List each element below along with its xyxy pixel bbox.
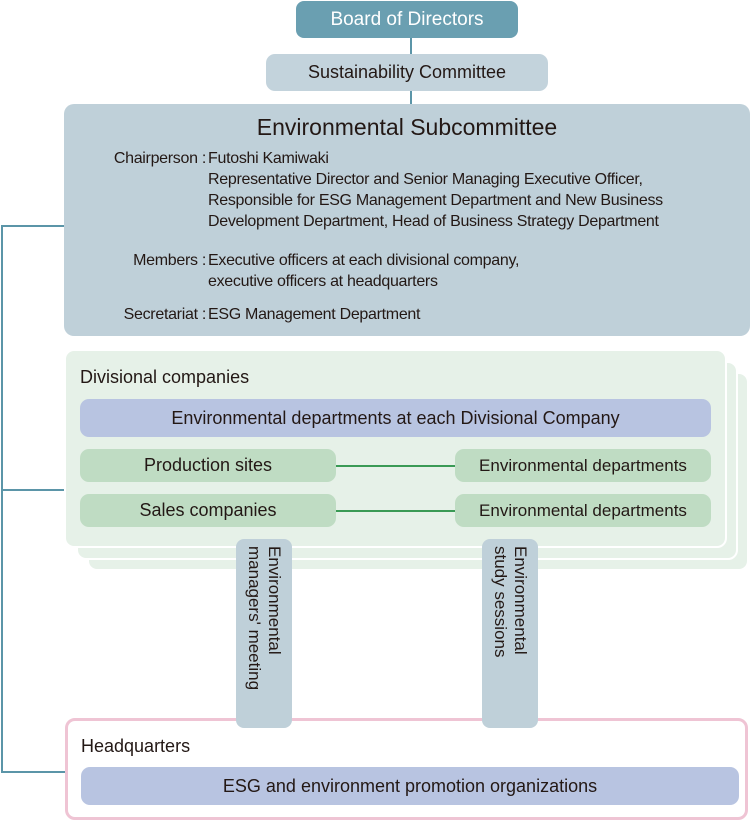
board-of-directors-box: Board of Directors	[296, 1, 518, 38]
chairperson-label: Chairperson :	[113, 150, 206, 167]
committee-label: Sustainability Committee	[307, 62, 507, 82]
sustainability-committee-box: Sustainability Committee	[266, 54, 548, 91]
headquarters-title: Headquarters	[81, 736, 191, 756]
bracket-bottom	[1, 771, 65, 773]
board-label: Board of Directors	[330, 8, 484, 30]
bracket-vertical	[1, 225, 3, 773]
environmental-subcommittee-box: Environmental Subcommittee Chairperson :…	[64, 104, 750, 336]
secretariat-value: ESG Management Department	[208, 306, 421, 323]
managers-meeting-line: Environmental	[265, 546, 284, 655]
env-departments-divisional: Environmental departments at each Divisi…	[80, 399, 711, 437]
production-env-departments-label: Environmental departments	[479, 455, 687, 475]
divisional-title: Divisional companies	[80, 367, 250, 387]
members-line: executive officers at headquarters	[208, 273, 438, 290]
env-departments-divisional-label: Environmental departments at each Divisi…	[171, 407, 620, 428]
esg-promotion-orgs: ESG and environment promotion organizati…	[81, 767, 739, 805]
managers-meeting-pill: Environmental managers' meeting	[236, 539, 292, 728]
study-sessions-line: study sessions	[491, 546, 510, 658]
managers-meeting-label: Environmental managers' meeting	[244, 546, 284, 690]
chairperson-title-line: Representative Director and Senior Manag…	[208, 171, 643, 188]
chairperson-title-line: Development Department, Head of Business…	[208, 213, 659, 230]
sales-env-departments-label: Environmental departments	[479, 500, 687, 520]
study-sessions-pill: Environmental study sessions	[482, 539, 538, 728]
study-sessions-line: Environmental	[511, 546, 530, 655]
chairperson-value: Futoshi Kamiwaki Representative Director…	[208, 148, 663, 232]
headquarters-box: Headquarters ESG and environment promoti…	[65, 718, 748, 820]
connector-board-committee	[410, 38, 412, 54]
sales-companies-label: Sales companies	[139, 500, 277, 520]
study-sessions-label: Environmental study sessions	[490, 546, 530, 658]
members-label: Members :	[133, 252, 206, 269]
subcommittee-title: Environmental Subcommittee	[256, 114, 558, 140]
secretariat-label: Secretariat :	[123, 306, 207, 323]
managers-meeting-line: managers' meeting	[245, 546, 264, 691]
production-sites-label: Production sites	[143, 455, 273, 475]
members-line: Executive officers at each divisional co…	[208, 252, 520, 269]
members-value: Executive officers at each divisional co…	[208, 250, 519, 292]
divisional-companies-box: Divisional companies Environmental depar…	[64, 349, 727, 548]
chairperson-name: Futoshi Kamiwaki	[208, 150, 329, 167]
production-sites-box: Production sites	[80, 449, 336, 482]
bracket-top	[1, 225, 64, 227]
sales-env-departments-box: Environmental departments	[455, 494, 711, 527]
bracket-middle	[1, 489, 65, 491]
chairperson-title-line: Responsible for ESG Management Departmen…	[208, 192, 663, 209]
sales-link-line	[336, 510, 455, 512]
esg-promotion-orgs-label: ESG and environment promotion organizati…	[222, 775, 598, 796]
connector-committee-subcommittee	[410, 91, 412, 104]
production-env-departments-box: Environmental departments	[455, 449, 711, 482]
sales-companies-box: Sales companies	[80, 494, 336, 527]
production-link-line	[336, 465, 455, 467]
